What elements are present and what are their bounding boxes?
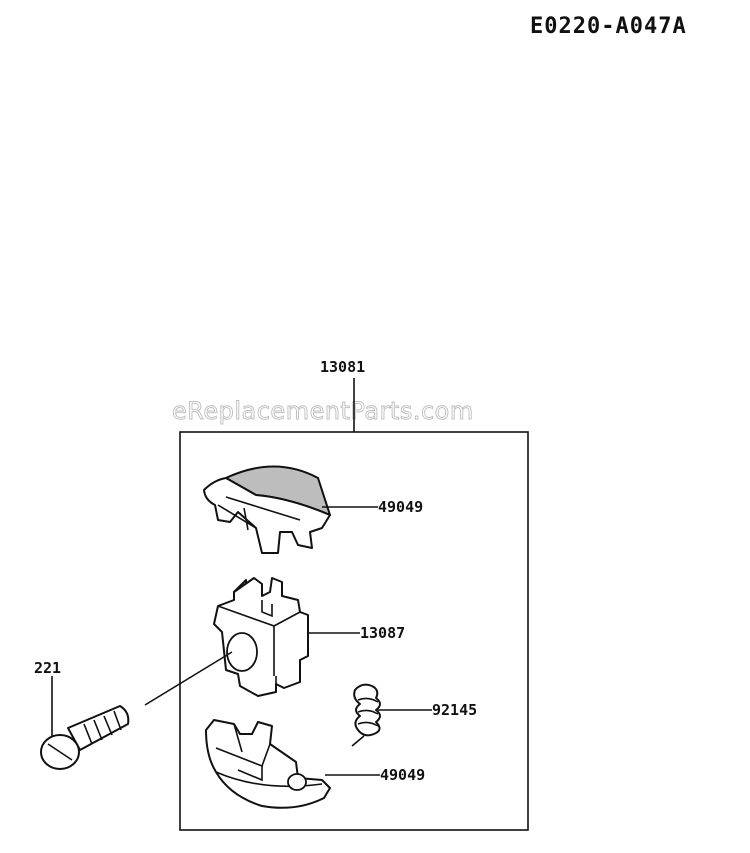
callout-92145[interactable]: 92145: [432, 701, 477, 719]
callout-221[interactable]: 221: [34, 659, 61, 677]
bolt-axis-line: [144, 651, 233, 706]
clutch-shoe-bottom[interactable]: [205, 719, 331, 809]
clutch-holder[interactable]: [213, 577, 309, 697]
watermark: eReplacementParts.com: [172, 397, 474, 425]
callout-49049-top[interactable]: 49049: [378, 498, 423, 516]
diagram-code: E0220-A047A: [530, 14, 687, 39]
clutch-spring[interactable]: [351, 683, 381, 747]
clutch-shoe-top[interactable]: [203, 465, 331, 554]
callout-49049-bottom[interactable]: 49049: [380, 766, 425, 784]
callout-13081[interactable]: 13081: [320, 358, 365, 376]
shoulder-bolt[interactable]: [40, 705, 130, 770]
callout-13087[interactable]: 13087: [360, 624, 405, 642]
